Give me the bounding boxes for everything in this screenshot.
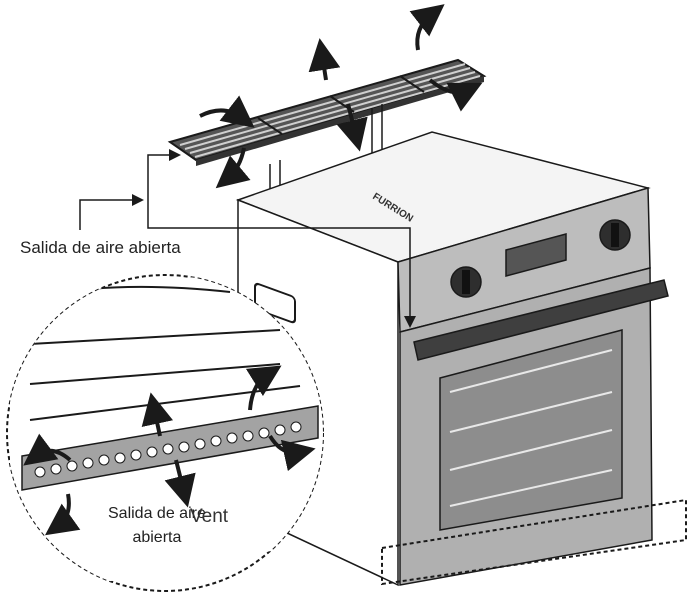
oven-body [235, 131, 687, 587]
vent-overlay-label: Vent [190, 506, 229, 527]
oven-knobs [450, 219, 631, 298]
bottom-vent-label-line2: abierta [132, 529, 182, 546]
top-label-leaders [79, 149, 416, 328]
bottom-vent-label: Salida de aire abierta [108, 502, 206, 550]
bottom-vent-label-line1: Salida de aire [108, 505, 206, 522]
airflow-arrows-top [199, 4, 483, 189]
zoom-detail-circle [6, 274, 324, 592]
top-vent-label: Salida de aire abierta [20, 238, 181, 257]
